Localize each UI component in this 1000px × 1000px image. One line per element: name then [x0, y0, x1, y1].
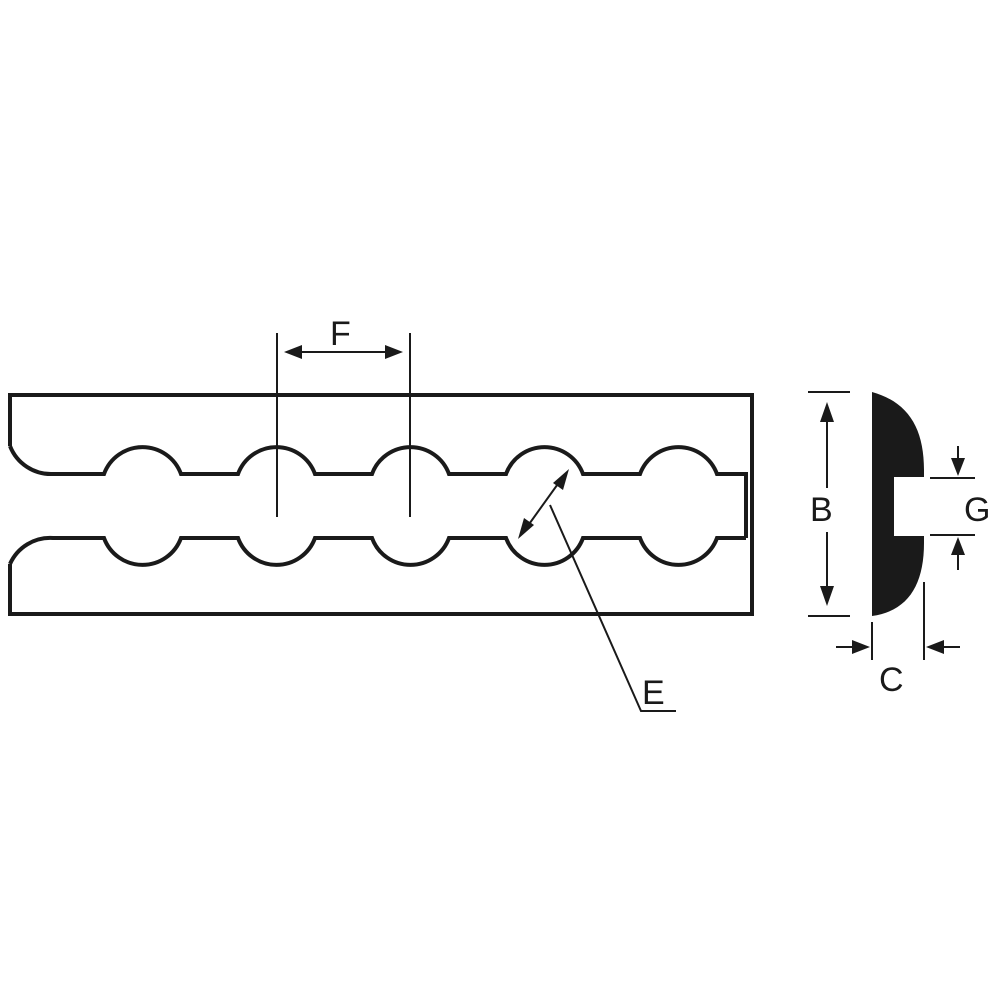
dimension-f-label: F [330, 315, 351, 353]
dimension-g-label: G [964, 491, 990, 529]
strip-lower-slot-edge [8, 535, 746, 567]
dimension-e-arrowhead-lower [518, 518, 534, 539]
side-view: B G C [808, 391, 990, 699]
dimension-b-arrowhead-bottom [820, 586, 834, 606]
dimension-b-label: B [810, 491, 833, 529]
strip-outline [8, 393, 754, 616]
dimension-e-leader [549, 504, 676, 712]
dimension-e: E [518, 469, 676, 712]
dimension-c-arrowhead-right [926, 640, 944, 654]
dimension-f-arrowhead-left [284, 345, 302, 359]
dimension-c: C [836, 582, 960, 699]
dimension-g-arrowhead-top [951, 458, 965, 476]
dimension-f: F [276, 315, 411, 517]
dimension-g: G [930, 446, 990, 570]
c-profile-section [872, 392, 924, 616]
dimension-c-arrowhead-left [852, 640, 870, 654]
dimension-f-arrowhead-right [385, 345, 403, 359]
dimension-e-line [526, 480, 561, 528]
strip-upper-slot-edge [8, 445, 748, 538]
dimension-g-arrowhead-bottom [951, 537, 965, 555]
front-view: F E [8, 315, 754, 712]
dimension-e-label: E [642, 674, 665, 712]
dimension-b: B [808, 391, 850, 617]
dimension-e-arrowhead-upper [553, 469, 569, 490]
dimension-b-arrowhead-top [820, 402, 834, 422]
dimension-c-label: C [879, 661, 904, 699]
